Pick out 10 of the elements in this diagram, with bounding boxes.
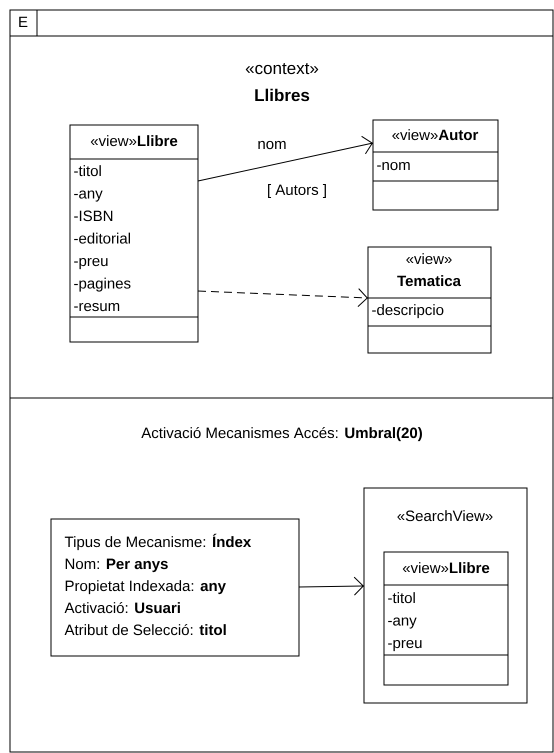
arrow [298,576,364,596]
class-box: «view»Autor -nom [372,120,498,210]
arrow [198,136,373,182]
class-box: «view»Llibre -titol -any -ISBN -editorial -preu -pagines -resum [70,124,198,342]
edge-label: nom [256,140,288,150]
class-box: «view»Llibre -titol -any -preu [384,552,508,686]
class-box: «view» Tematica -descripcio [368,246,492,354]
arrow [198,288,368,308]
role-label: [ Autors ] [268,184,326,198]
mechanism-box: Tipus de Mecanisme: Índex Nom: Per anys Propietat Indexada: any Activació: Usuari Atribut de Selecció: titol [50,518,300,656]
